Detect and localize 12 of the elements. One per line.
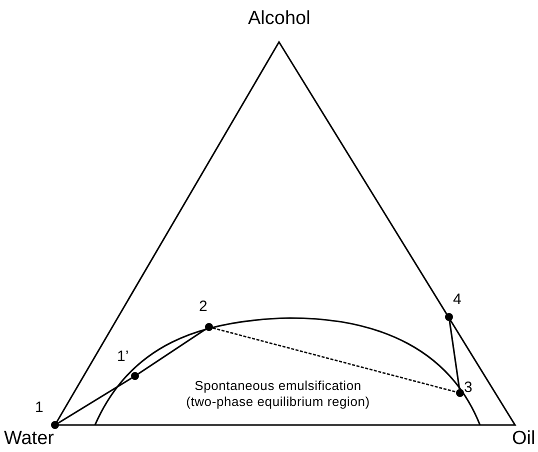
connecting-line bbox=[448, 320, 460, 390]
connecting-line bbox=[138, 328, 206, 374]
axis-label: Water bbox=[4, 428, 54, 450]
connecting-line bbox=[212, 327, 456, 393]
axis-label: Alcohol bbox=[248, 8, 310, 30]
point-label: 1 bbox=[35, 399, 44, 416]
point-label: 1’ bbox=[117, 348, 129, 365]
region-label: Spontaneous emulsification (two-phase equilibrium region) bbox=[185, 378, 371, 410]
point-label: 4 bbox=[453, 291, 462, 308]
point-label: 3 bbox=[464, 379, 472, 396]
axis-label: Oil bbox=[512, 428, 536, 450]
point-label: 2 bbox=[199, 298, 208, 315]
